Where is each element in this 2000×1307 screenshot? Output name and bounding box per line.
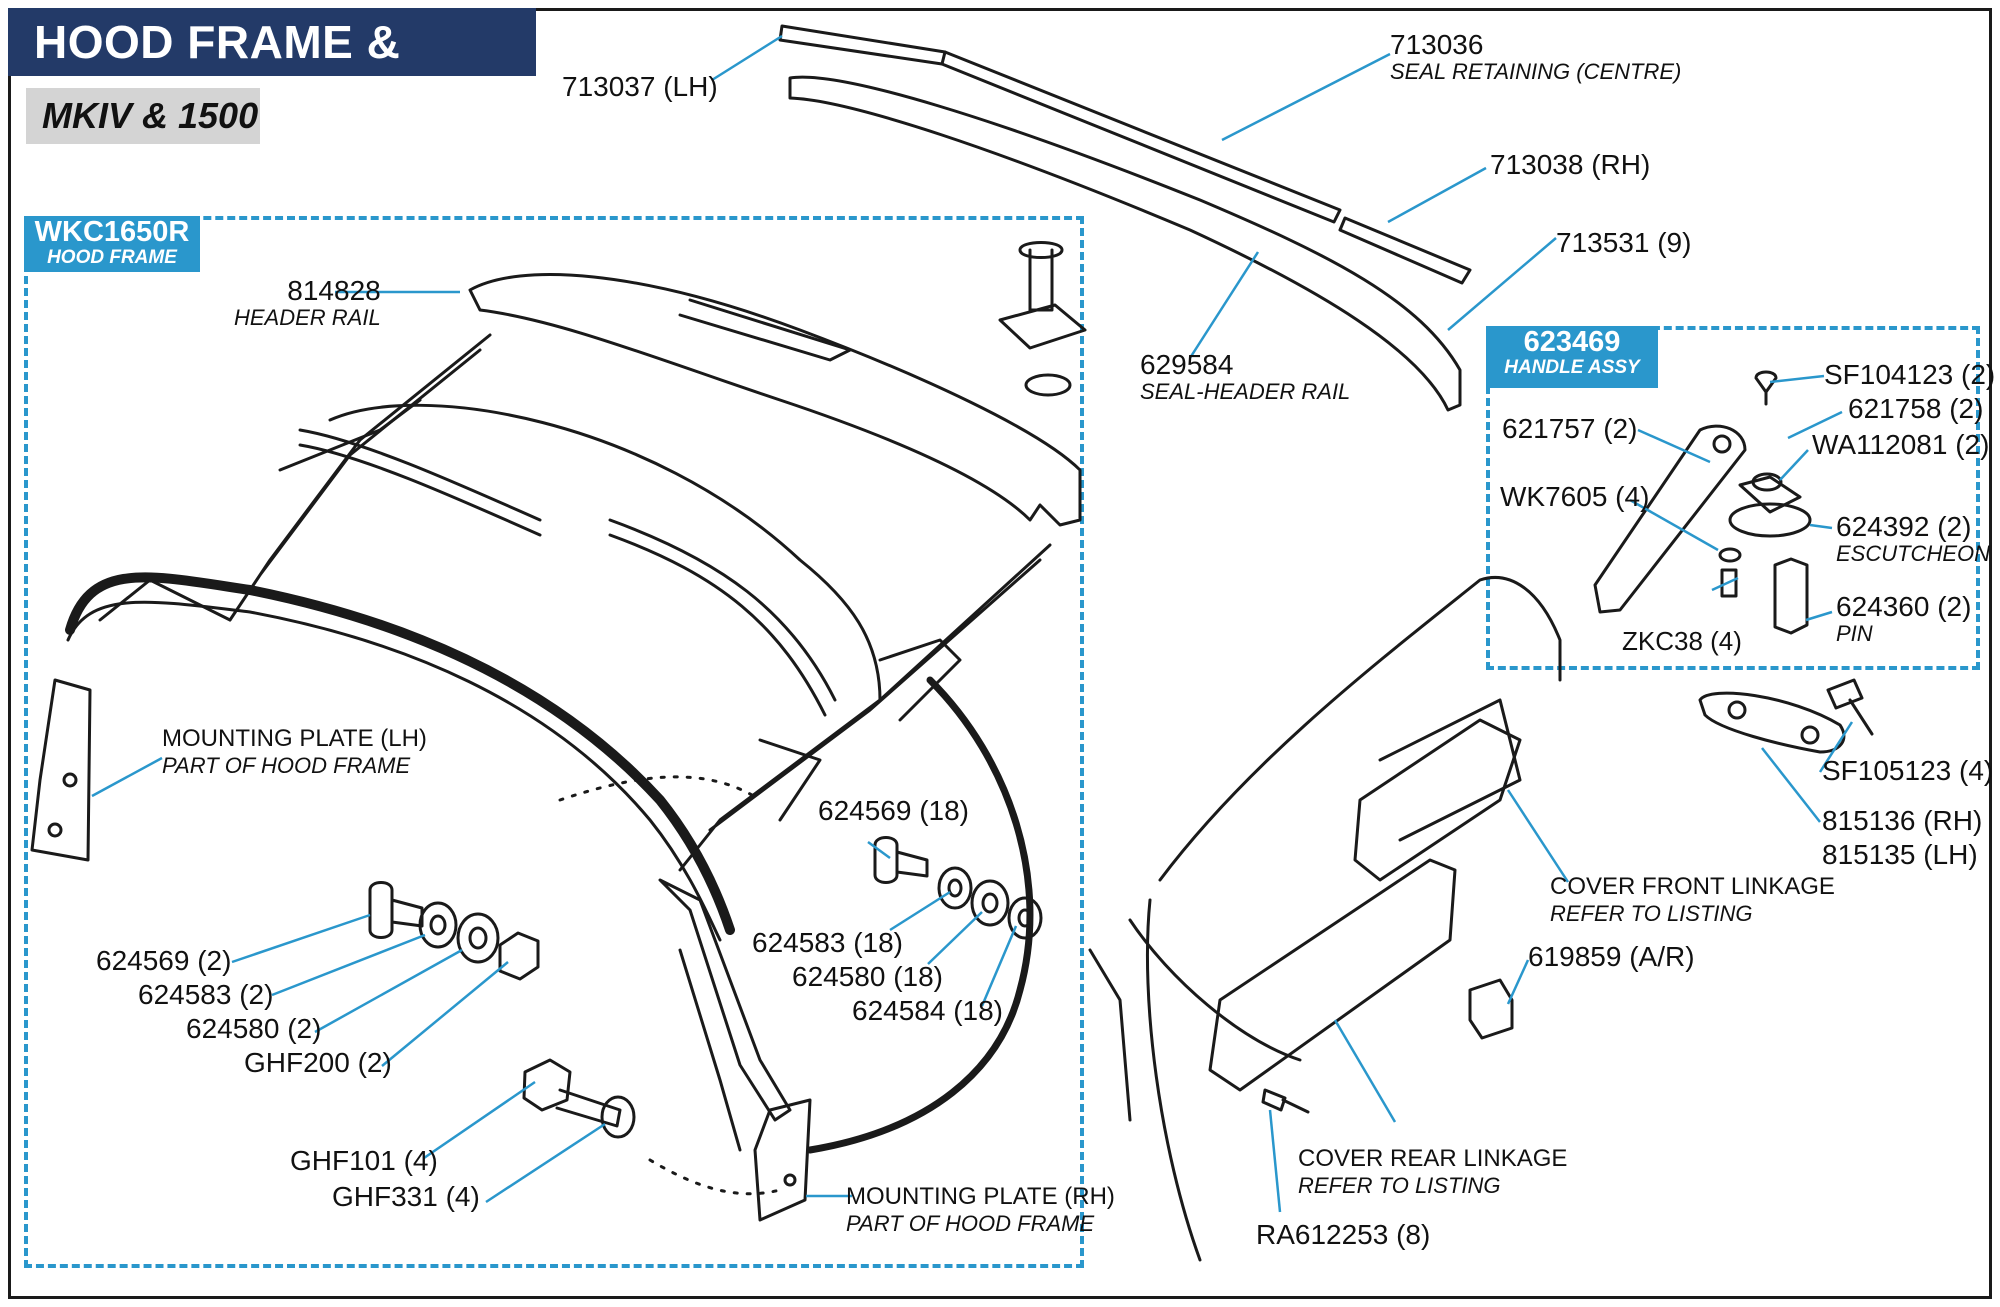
part-number: 624360 (2) (1836, 591, 1972, 622)
escutcheon (1728, 502, 1812, 538)
handle-lever (1593, 424, 1747, 614)
label-713038: 713038 (RH) (1490, 149, 1651, 180)
label-621758: 621758 (2) (1848, 393, 1984, 424)
handle-assy-kit-label: 623469 HANDLE ASSY (1486, 326, 1658, 388)
label-815135: 815135 (LH) (1822, 839, 1978, 870)
label-713036: 713036 SEAL RETAINING (CENTRE) (1390, 30, 1681, 84)
mounting-plate-rh (753, 1098, 812, 1222)
label-624584-18: 624584 (18) (852, 995, 1004, 1026)
label-624360: 624360 (2) PIN (1836, 592, 1971, 646)
cover-rear-linkage (1208, 858, 1457, 1092)
label-629584: 629584 SEAL-HEADER RAIL (1140, 350, 1350, 404)
right-linkage (678, 543, 1052, 872)
screw-zkc38 (1720, 568, 1738, 598)
part-name: MOUNTING PLATE (LH) (162, 725, 427, 752)
label-ghf200: GHF200 (2) (244, 1047, 392, 1078)
label-wa112081: WA112081 (2) (1812, 429, 1990, 460)
label-814828: 814828 HEADER RAIL (234, 276, 381, 330)
part-name: MOUNTING PLATE (RH) (846, 1183, 1115, 1210)
washer-ghf331 (600, 1095, 636, 1139)
pin-624360 (1773, 557, 1809, 635)
label-cover-front-linkage: COVER FRONT LINKAGE REFER TO LISTING (1550, 872, 1835, 926)
label-mounting-plate-lh: MOUNTING PLATE (LH) PART OF HOOD FRAME (162, 724, 427, 778)
middle-bow (298, 428, 837, 702)
part-number: 713036 (1390, 29, 1484, 60)
part-desc: SEAL-HEADER RAIL (1140, 379, 1351, 404)
part-desc: SEAL RETAINING (CENTRE) (1390, 59, 1682, 84)
leader-lines (91, 34, 1854, 1213)
screw-sf104123 (1754, 370, 1778, 406)
label-wk7605: WK7605 (4) (1500, 481, 1650, 512)
page-subtitle: MKIV & 1500 (26, 88, 260, 144)
mounting-plate-lh (30, 678, 92, 862)
label-ra612253: RA612253 (8) (1256, 1219, 1431, 1250)
part-number: 629584 (1140, 349, 1234, 380)
clip-619859 (1468, 978, 1514, 1040)
seal-retaining-centre (940, 50, 1342, 224)
seal-retaining-rh (1338, 216, 1472, 285)
kit-code: WKC1650R (34, 216, 190, 248)
seal-retaining-lh (778, 24, 947, 66)
cover-front-linkage (1353, 718, 1522, 882)
rear-bow (328, 403, 882, 702)
label-624583-18: 624583 (18) (752, 927, 904, 958)
label-sf104123: SF104123 (2) (1824, 359, 1996, 390)
kit-desc: HANDLE ASSY (1504, 357, 1640, 378)
bolt-624569-right (873, 836, 929, 884)
left-linkage (228, 333, 492, 622)
part-number: 624392 (2) (1836, 511, 1972, 542)
label-624580-18: 624580 (18) (792, 961, 944, 992)
washer-624583-left (418, 901, 458, 949)
label-713531: 713531 (9) (1556, 227, 1692, 258)
label-mounting-plate-rh: MOUNTING PLATE (RH) PART OF HOOD FRAME (846, 1182, 1115, 1236)
nut-ghf200 (498, 931, 540, 981)
header-rail (468, 273, 1082, 527)
label-624580-2: 624580 (2) (186, 1013, 322, 1044)
label-624583-2: 624583 (2) (138, 979, 274, 1010)
header-rail-seal (788, 75, 1462, 412)
screw-sf105123 (1826, 678, 1874, 736)
washer-624580-left (456, 912, 500, 964)
plate-815136 (1698, 691, 1846, 754)
part-desc: REFER TO LISTING (1298, 1173, 1501, 1198)
kit-code: 623469 (1523, 326, 1621, 358)
part-desc: PART OF HOOD FRAME (846, 1211, 1095, 1236)
hood-frame-kit-box (24, 216, 1084, 1268)
part-desc: HEADER RAIL (234, 305, 381, 330)
bolt-ghf101 (522, 1058, 622, 1128)
label-713037: 713037 (LH) (562, 71, 718, 102)
part-desc: ESCUTCHEON (1836, 541, 1991, 566)
hood-frame-kit-label: WKC1650R HOOD FRAME (24, 216, 200, 272)
header-bolt (1018, 241, 1064, 312)
label-ghf331: GHF331 (4) (332, 1181, 480, 1212)
label-zkc38: ZKC38 (4) (1622, 626, 1742, 656)
rivet-ra612253 (1261, 1088, 1310, 1114)
part-desc: PART OF HOOD FRAME (162, 753, 411, 778)
label-624569-18: 624569 (18) (818, 795, 970, 826)
diagram-frame (8, 8, 1992, 1299)
bolt-624569-left (368, 881, 424, 939)
label-815136: 815136 (RH) (1822, 805, 1983, 836)
kit-desc: HOOD FRAME (47, 247, 177, 268)
label-619859: 619859 (A/R) (1528, 941, 1695, 972)
part-desc: PIN (1836, 621, 1873, 646)
part-name: COVER REAR LINKAGE (1298, 1145, 1568, 1172)
label-624392: 624392 (2) ESCUTCHEON (1836, 512, 1990, 566)
label-621757: 621757 (2) (1502, 413, 1638, 444)
handle-assy-kit-box (1486, 326, 1980, 670)
part-name: COVER FRONT LINKAGE (1550, 873, 1835, 900)
label-624569-2: 624569 (2) (96, 945, 232, 976)
label-ghf101: GHF101 (4) (290, 1145, 438, 1176)
part-number: 814828 (287, 275, 381, 306)
part-desc: REFER TO LISTING (1550, 901, 1753, 926)
label-sf105123: SF105123 (4) (1822, 755, 1994, 786)
label-cover-rear-linkage: COVER REAR LINKAGE REFER TO LISTING (1298, 1144, 1567, 1198)
